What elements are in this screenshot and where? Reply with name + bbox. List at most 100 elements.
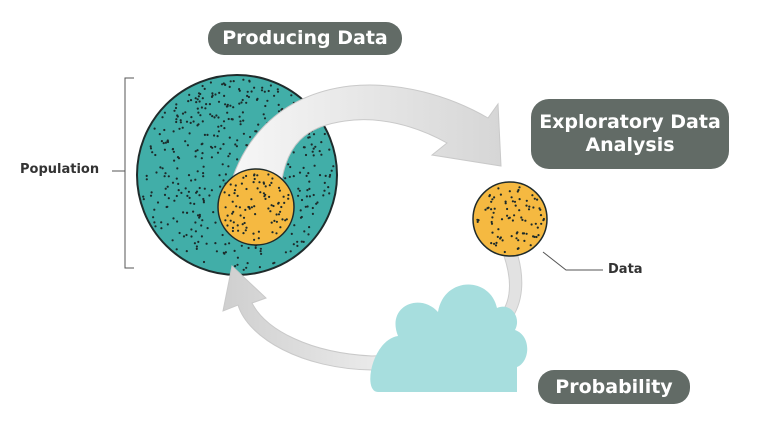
- speckle-dot: [330, 169, 333, 172]
- speckle-dot: [491, 198, 494, 201]
- speckle-dot: [271, 177, 274, 180]
- speckle-dot: [179, 121, 182, 124]
- producing-data-label: Producing Data: [208, 22, 402, 55]
- speckle-dot: [304, 205, 307, 208]
- speckle-dot: [312, 193, 315, 197]
- speckle-dot: [263, 117, 267, 120]
- speckle-dot: [224, 219, 227, 222]
- speckle-dot: [300, 240, 303, 243]
- speckle-dot: [221, 163, 224, 166]
- speckle-dot: [281, 218, 284, 221]
- speckle-dot: [241, 111, 244, 114]
- speckle-dot: [306, 205, 309, 208]
- speckle-dot: [202, 175, 205, 178]
- speckle-dot: [176, 220, 179, 223]
- speckle-dot: [224, 103, 227, 106]
- speckle-dot: [495, 241, 498, 244]
- speckle-dot: [160, 221, 163, 224]
- speckle-dot: [290, 94, 293, 97]
- speckle-dot: [511, 219, 514, 222]
- speckle-dot: [187, 190, 190, 193]
- speckle-dot: [269, 84, 272, 87]
- speckle-dot: [153, 221, 156, 224]
- speckle-dot: [236, 263, 239, 266]
- speckle-dot: [240, 101, 243, 104]
- speckle-dot: [208, 103, 211, 106]
- speckle-dot: [280, 205, 283, 209]
- speckle-dot: [536, 226, 539, 229]
- speckle-dot: [224, 173, 227, 176]
- speckle-dot: [300, 198, 304, 202]
- speckle-dot: [329, 173, 332, 177]
- speckle-dot: [161, 167, 164, 170]
- speckle-dot: [224, 251, 227, 254]
- speckle-dot: [491, 216, 494, 219]
- speckle-dot: [222, 82, 225, 85]
- speckle-dot: [486, 207, 489, 210]
- speckle-dot: [232, 80, 235, 83]
- speckle-dot: [178, 127, 181, 130]
- speckle-dot: [242, 232, 245, 235]
- speckle-dot: [292, 243, 295, 246]
- speckle-dot: [253, 238, 256, 241]
- speckle-dot: [215, 250, 218, 253]
- speckle-dot: [188, 196, 191, 199]
- speckle-dot: [253, 177, 256, 181]
- speckle-dot: [231, 212, 234, 215]
- speckle-dot: [187, 174, 191, 177]
- speckle-dot: [229, 219, 232, 222]
- speckle-dot: [185, 233, 188, 237]
- speckle-dot: [244, 208, 247, 211]
- speckle-dot: [216, 135, 219, 138]
- speckle-dot: [293, 224, 296, 227]
- speckle-dot: [300, 215, 303, 219]
- speckle-dot: [264, 104, 267, 108]
- sample-circle: [217, 168, 295, 246]
- speckle-dot: [510, 196, 513, 199]
- speckle-dot: [516, 190, 519, 193]
- speckle-dot: [323, 132, 326, 136]
- speckle-dot: [186, 194, 189, 197]
- speckle-dot: [162, 142, 165, 145]
- speckle-dot: [305, 174, 308, 177]
- speckle-dot: [245, 101, 248, 104]
- probability-label: Probability: [538, 370, 690, 404]
- speckle-dot: [150, 191, 153, 194]
- speckle-dot: [203, 187, 206, 190]
- speckle-dot: [527, 208, 531, 211]
- speckle-dot: [322, 194, 325, 197]
- speckle-dot: [276, 90, 280, 93]
- speckle-dot: [194, 221, 197, 224]
- speckle-dot: [205, 103, 208, 106]
- speckle-dot: [213, 134, 216, 137]
- speckle-dot: [268, 184, 271, 187]
- speckle-dot: [156, 201, 160, 204]
- speckle-dot: [214, 93, 217, 96]
- speckle-dot: [259, 250, 262, 253]
- speckle-dot: [205, 242, 208, 245]
- speckle-dot: [537, 234, 540, 237]
- speckle-dot: [217, 116, 220, 119]
- speckle-dot: [490, 220, 493, 224]
- speckle-dot: [235, 205, 238, 208]
- speckle-dot: [263, 195, 266, 198]
- speckle-dot: [233, 192, 236, 195]
- speckle-dot: [288, 175, 291, 178]
- data-dots: [476, 186, 546, 254]
- speckle-dot: [299, 209, 302, 212]
- speckle-dot: [513, 200, 517, 203]
- speckle-dot: [235, 145, 238, 148]
- speckle-dot: [532, 235, 535, 238]
- speckle-dot: [267, 89, 270, 93]
- speckle-dot: [194, 178, 197, 181]
- speckle-dot: [238, 115, 241, 118]
- speckle-dot: [166, 205, 169, 208]
- speckle-dot: [232, 210, 235, 213]
- speckle-dot: [232, 106, 235, 109]
- speckle-dot: [521, 232, 525, 235]
- speckle-dot: [242, 176, 245, 179]
- speckle-dot: [236, 139, 239, 142]
- speckle-dot: [515, 237, 518, 240]
- data-circle: [472, 181, 548, 257]
- speckle-dot: [308, 136, 311, 139]
